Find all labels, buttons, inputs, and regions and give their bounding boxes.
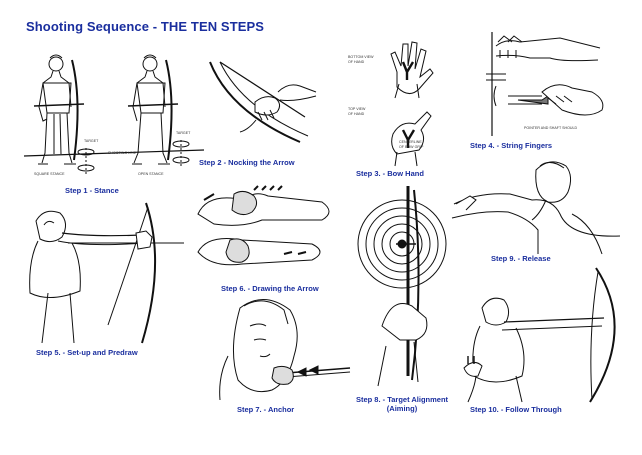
setup-predraw-illustration <box>8 203 188 343</box>
bow-hand-illustration <box>345 28 455 166</box>
string-fingers-pointer-label: POINTER AND SHAFT SHOULD <box>524 126 578 130</box>
stance-target-right-label: Target <box>176 131 191 135</box>
release-illustration <box>452 160 628 254</box>
nocking-illustration <box>200 42 320 154</box>
step-4-caption: Step 4. - String Fingers <box>470 141 553 150</box>
step-7-caption: Step 7. - Anchor <box>237 405 295 414</box>
step-8-sublabel: (Aiming) <box>386 404 418 413</box>
step-8-caption: Step 8. - Target Alignment (Aiming) <box>346 395 458 413</box>
step-9-caption: Step 9. - Release <box>491 254 551 263</box>
follow-through-illustration <box>456 268 632 402</box>
stance-target-left-label: Target <box>84 139 99 143</box>
step-6-caption: Step 6. - Drawing the Arrow <box>221 284 319 293</box>
stance-illustration <box>24 44 204 184</box>
step-10-caption: Step 10. - Follow Through <box>470 405 562 414</box>
stance-open-label: OPEN STANCE <box>138 172 164 176</box>
step-8-label: Step 8. - Target Alignment <box>355 395 449 404</box>
step-3-caption: Step 3. - Bow Hand <box>356 169 424 178</box>
anchor-illustration <box>214 296 354 400</box>
page-title: Shooting Sequence - THE TEN STEPS <box>26 19 265 34</box>
string-fingers-illustration <box>478 28 618 136</box>
stance-shooting-line-label: Shooting Line <box>108 151 137 155</box>
step-5-caption: Step 5. - Set-up and Predraw <box>36 348 138 357</box>
step-1-caption: Step 1 - Stance <box>65 186 119 195</box>
step-2-caption: Step 2 - Nocking the Arrow <box>199 158 295 167</box>
target-alignment-illustration <box>352 186 462 386</box>
drawing-arrow-illustration <box>194 180 340 280</box>
stance-square-label: SQUARE STANCE <box>34 172 65 176</box>
